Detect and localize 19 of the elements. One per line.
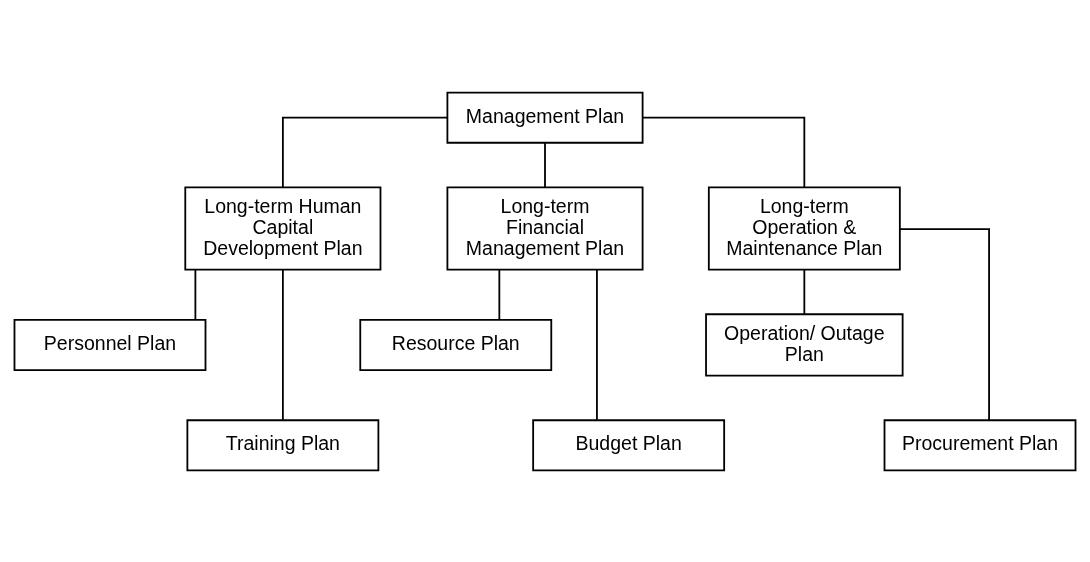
- connector: [803, 268, 806, 315]
- connector: [544, 141, 546, 188]
- node-box: Management Plan: [446, 91, 644, 144]
- node-box: Personnel Plan: [13, 318, 207, 371]
- node-box: Operation/ Outage Plan: [705, 312, 904, 376]
- node-box: Budget Plan: [532, 418, 726, 471]
- connector: [194, 268, 197, 320]
- connector: [281, 268, 284, 421]
- node-box: Procurement Plan: [883, 418, 1077, 471]
- connector: [596, 268, 598, 421]
- node-box: Resource Plan: [359, 318, 553, 371]
- connector: [641, 116, 806, 188]
- node-box: Training Plan: [186, 418, 380, 471]
- connector: [498, 268, 501, 320]
- connector: [281, 116, 449, 188]
- connector: [899, 227, 990, 421]
- node-box: Long-term Human Capital Development Plan: [184, 186, 382, 271]
- node-box: Long-term Financial Management Plan: [446, 186, 644, 271]
- node-box: Long-term Operation & Maintenance Plan: [707, 186, 901, 271]
